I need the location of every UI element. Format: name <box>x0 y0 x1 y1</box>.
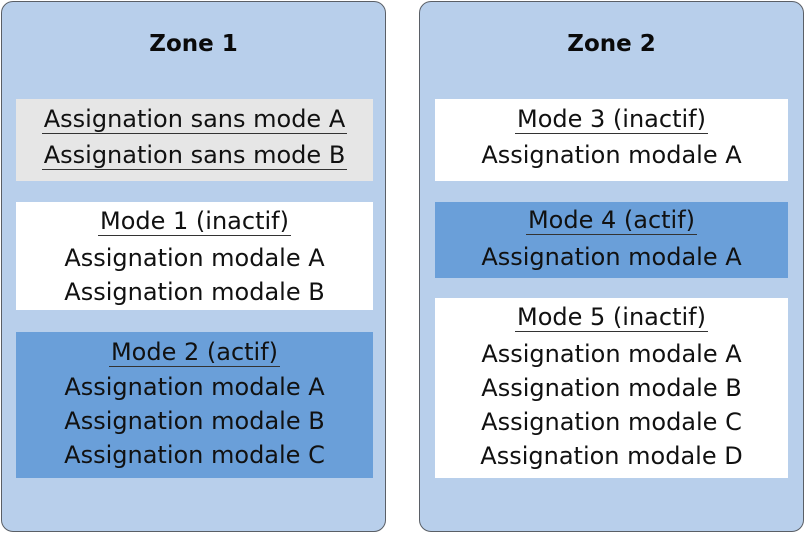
zone-1-title: Zone 1 <box>149 31 238 57</box>
zone-2-panel: Zone 2 Mode 3 (inactif) Assignation moda… <box>419 1 804 532</box>
mode-5-assignment-b: Assignation modale B <box>481 374 742 402</box>
mode-2-assignment-a: Assignation modale A <box>64 373 325 401</box>
mode-5-header: Mode 5 (inactif) <box>515 303 708 332</box>
mode-3-header: Mode 3 (inactif) <box>515 105 708 134</box>
mode-4-header: Mode 4 (actif) <box>525 206 698 235</box>
mode-3-box: Mode 3 (inactif) Assignation modale A <box>435 99 788 181</box>
sans-mode-assignment-a: Assignation sans mode A <box>41 105 348 134</box>
mode-5-assignment-d: Assignation modale D <box>480 442 743 470</box>
mode-2-box: Mode 2 (actif) Assignation modale A Assi… <box>16 332 373 478</box>
zone-1-sans-mode-group: Assignation sans mode A Assignation sans… <box>16 99 373 181</box>
mode-2-assignment-c: Assignation modale C <box>64 441 325 469</box>
mode-1-assignment-b: Assignation modale B <box>64 278 325 306</box>
mode-3-assignment-a: Assignation modale A <box>481 141 742 169</box>
zone-2-title: Zone 2 <box>567 31 656 57</box>
sans-mode-assignment-b: Assignation sans mode B <box>41 141 348 170</box>
mode-4-box: Mode 4 (actif) Assignation modale A <box>435 202 788 278</box>
mode-5-assignment-c: Assignation modale C <box>481 408 742 436</box>
mode-5-box: Mode 5 (inactif) Assignation modale A As… <box>435 298 788 478</box>
mode-1-assignment-a: Assignation modale A <box>64 244 325 272</box>
mode-4-assignment-a: Assignation modale A <box>481 243 742 271</box>
mode-2-header: Mode 2 (actif) <box>108 338 281 367</box>
mode-1-header: Mode 1 (inactif) <box>98 207 291 236</box>
mode-2-assignment-b: Assignation modale B <box>64 407 325 435</box>
mode-1-box: Mode 1 (inactif) Assignation modale A As… <box>16 202 373 310</box>
zone-1-panel: Zone 1 Assignation sans mode A Assignati… <box>1 1 386 532</box>
mode-5-assignment-a: Assignation modale A <box>481 340 742 368</box>
